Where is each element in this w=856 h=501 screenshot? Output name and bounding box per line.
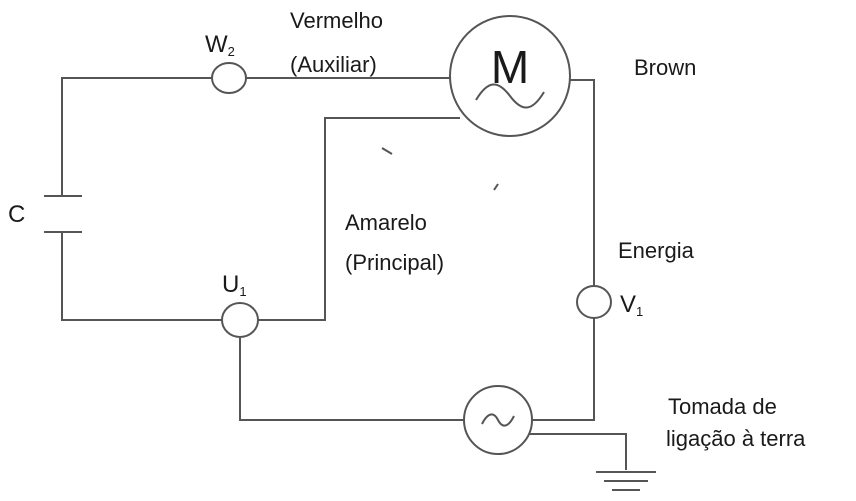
wires [61,77,627,470]
wire-u1-main [258,117,460,321]
wire-v1-outlet [532,318,595,421]
terminal-v1 [576,285,612,319]
stray-mark [381,147,393,155]
label-v1: V1 [620,291,643,319]
wire-motor-v1 [570,79,595,286]
label-main-color: Amarelo [345,210,427,235]
label-u1: U1 [222,271,247,299]
wire-capacitor-u1 [61,232,222,321]
label-w2: W2 [205,31,235,59]
motor-letter: M [491,41,529,93]
label-main-role: (Principal) [345,250,444,275]
label-auxiliary-role: (Auxiliar) [290,52,377,77]
stray-mark [493,183,499,191]
wire-u1-outlet [239,338,464,421]
ac-source-symbol [463,385,533,455]
ground-symbol [596,471,656,491]
wire-w2-left [61,77,212,196]
label-outlet-line2: ligação à terra [666,426,806,451]
label-energy: Energia [618,238,695,263]
label-brown: Brown [634,55,696,80]
terminal-u1 [221,302,259,338]
capacitor-symbol [44,195,82,233]
label-auxiliary-color: Vermelho [290,8,383,33]
motor-symbol: M [449,15,571,137]
label-outlet-line1: Tomada de [668,394,777,419]
wire-outlet-ground [526,433,627,470]
terminal-w2 [211,62,247,94]
label-capacitor: C [8,201,25,228]
